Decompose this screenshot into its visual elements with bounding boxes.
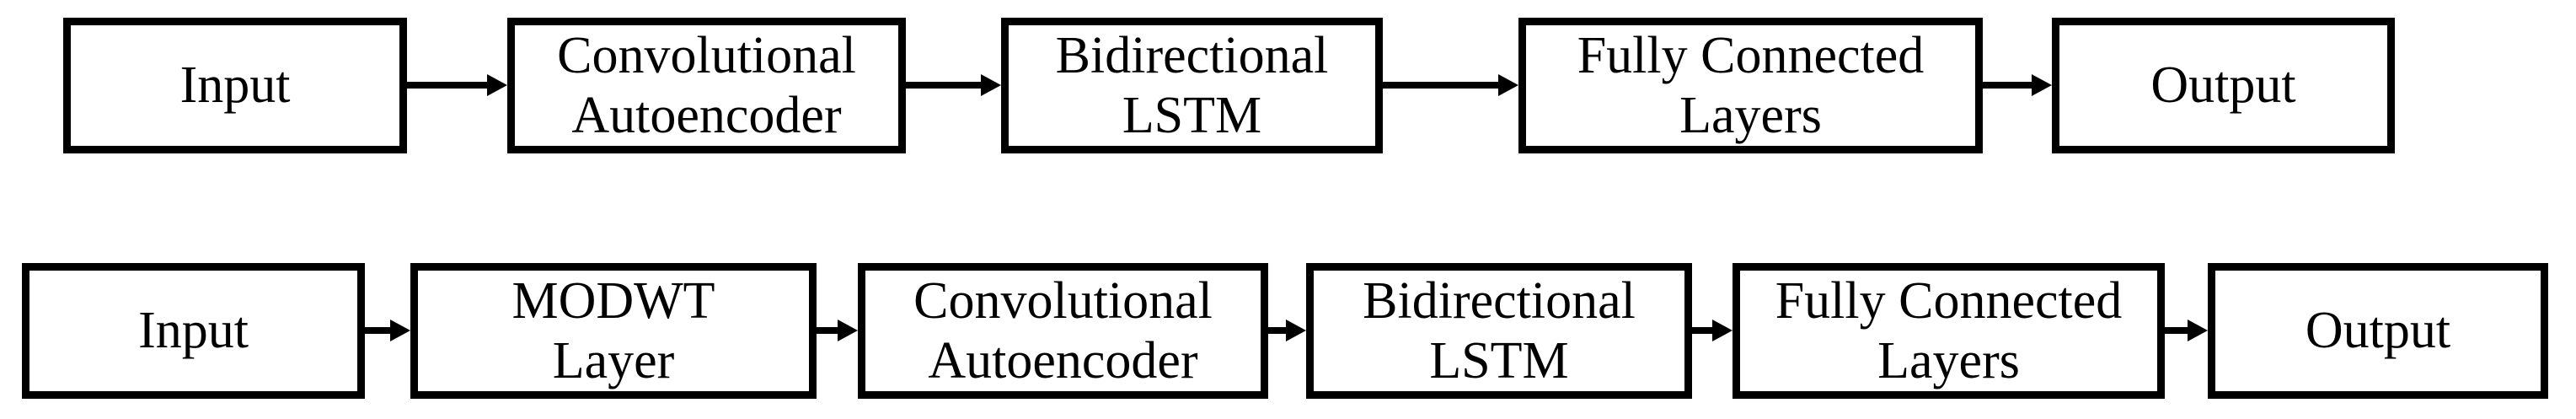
node-fully-connected-layers-row2: Fully Connected Layers [1733, 263, 2165, 399]
node-label: Layers [1877, 331, 2020, 389]
flow-arrow [1383, 82, 1498, 89]
node-label: Layer [552, 331, 675, 389]
node-label: LSTM [1429, 331, 1569, 389]
node-output-row1: Output [2052, 18, 2395, 153]
node-label: Fully Connected [1577, 26, 1925, 84]
node-fully-connected-layers-row1: Fully Connected Layers [1518, 18, 1983, 153]
node-label: Input [179, 56, 291, 114]
node-label: Input [138, 302, 249, 359]
node-modwt-layer-row2: MODWT Layer [410, 263, 817, 399]
node-bidirectional-lstm-row1: Bidirectional LSTM [1001, 18, 1383, 153]
flow-arrow [407, 82, 487, 89]
node-label: Bidirectional [1363, 271, 1636, 330]
node-convolutional-autoencoder-row1: Convolutional Autoencoder [507, 18, 906, 153]
node-bidirectional-lstm-row2: Bidirectional LSTM [1306, 263, 1692, 399]
node-input-row1: Input [63, 18, 407, 153]
node-label: LSTM [1122, 86, 1262, 144]
flow-arrow [365, 327, 390, 334]
node-convolutional-autoencoder-row2: Convolutional Autoencoder [858, 263, 1268, 399]
node-input-row2: Input [22, 263, 365, 399]
node-label: Convolutional [557, 26, 856, 84]
node-label: Convolutional [913, 271, 1213, 330]
node-label: Autoencoder [571, 86, 842, 144]
flow-arrow [1692, 327, 1712, 334]
node-label: Output [2150, 56, 2296, 114]
node-label: Output [2305, 302, 2451, 359]
flow-arrow [1268, 327, 1286, 334]
node-label: MODWT [511, 271, 715, 330]
flow-arrow [906, 82, 981, 89]
node-label: Fully Connected [1775, 271, 2123, 330]
flow-arrow [817, 327, 838, 334]
node-output-row2: Output [2208, 263, 2548, 399]
flow-arrow [2165, 327, 2188, 334]
flow-arrow [1983, 82, 2032, 89]
node-label: Autoencoder [928, 331, 1198, 389]
node-label: Bidirectional [1055, 26, 1329, 84]
node-label: Layers [1679, 86, 1822, 144]
